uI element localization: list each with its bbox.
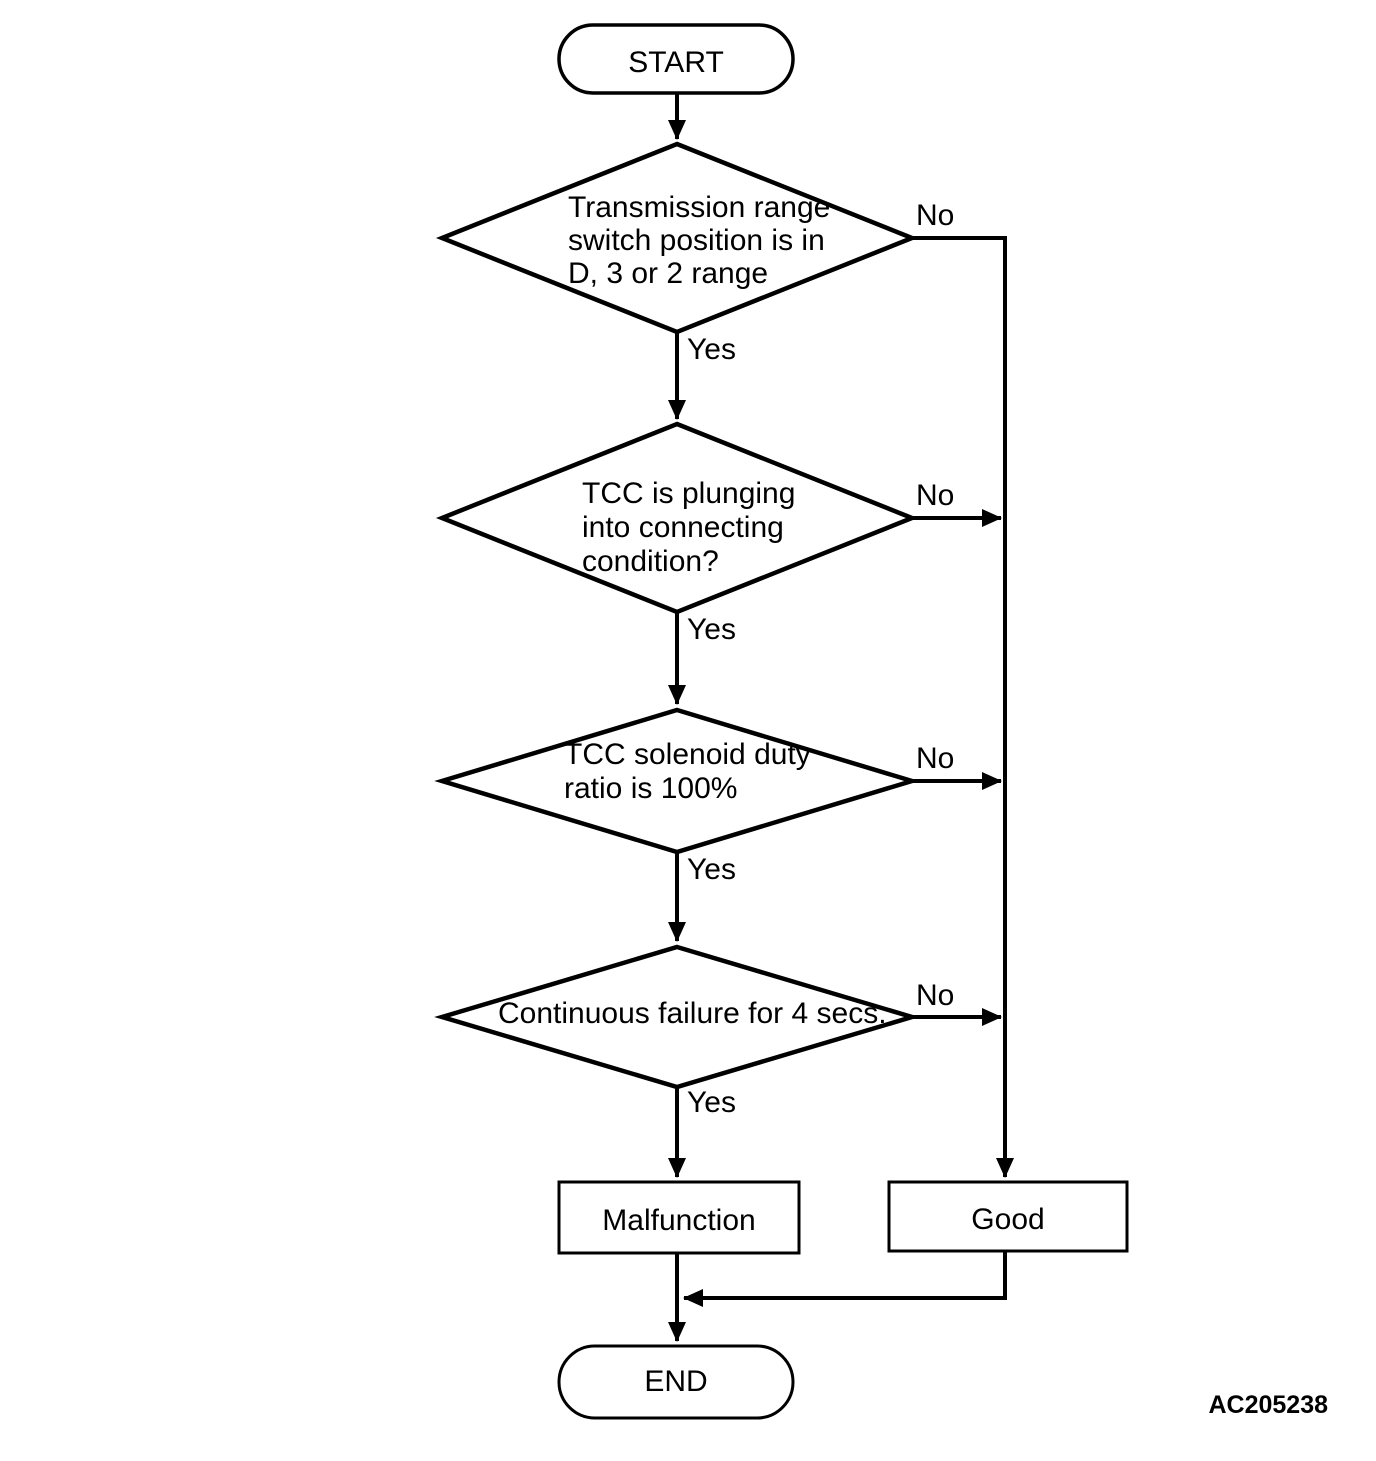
decision-failure-no-label: No <box>916 979 954 1012</box>
decision-range-diamond <box>435 141 919 335</box>
end-label: END <box>644 1365 707 1398</box>
decision-range-line2: switch position is in <box>568 224 825 257</box>
decision-failure-line1: Continuous failure for 4 secs. <box>498 997 887 1030</box>
figure-code-label: AC205238 <box>1208 1391 1328 1419</box>
edge-no-trunk <box>911 236 1014 1178</box>
decision-duty-ratio-line1: TCC solenoid duty <box>564 738 811 771</box>
decision-tcc-connect-line2: into connecting <box>582 511 784 544</box>
decision-duty-ratio-line2: ratio is 100% <box>564 772 737 805</box>
edge-good-to-join <box>683 1251 1007 1307</box>
decision-tcc-connect-line3: condition? <box>582 545 719 578</box>
malfunction-process-box <box>557 1180 801 1255</box>
decision-duty-ratio-no-label: No <box>916 742 954 775</box>
decision-range-yes-label: Yes <box>687 333 736 366</box>
decision-range-line1: Transmission range <box>568 191 830 224</box>
good-label: Good <box>971 1203 1044 1236</box>
decision-duty-ratio-diamond <box>434 707 920 855</box>
decision-range-line3: D, 3 or 2 range <box>568 257 768 290</box>
start-label: START <box>628 46 724 79</box>
decision-duty-ratio-yes-label: Yes <box>687 853 736 886</box>
decision-failure-yes-label: Yes <box>687 1086 736 1119</box>
decision-tcc-connect-line1: TCC is plunging <box>582 477 795 510</box>
decision-tcc-connect-diamond <box>435 421 919 615</box>
start-terminator <box>557 23 795 95</box>
decision-tcc-connect-yes-label: Yes <box>687 613 736 646</box>
decision-range-no-label: No <box>916 199 954 232</box>
decision-tcc-connect-no-label: No <box>916 479 954 512</box>
decision-failure-diamond <box>434 944 920 1090</box>
good-process-box <box>887 1180 1129 1253</box>
end-terminator <box>557 1344 795 1420</box>
malfunction-label: Malfunction <box>602 1204 755 1237</box>
